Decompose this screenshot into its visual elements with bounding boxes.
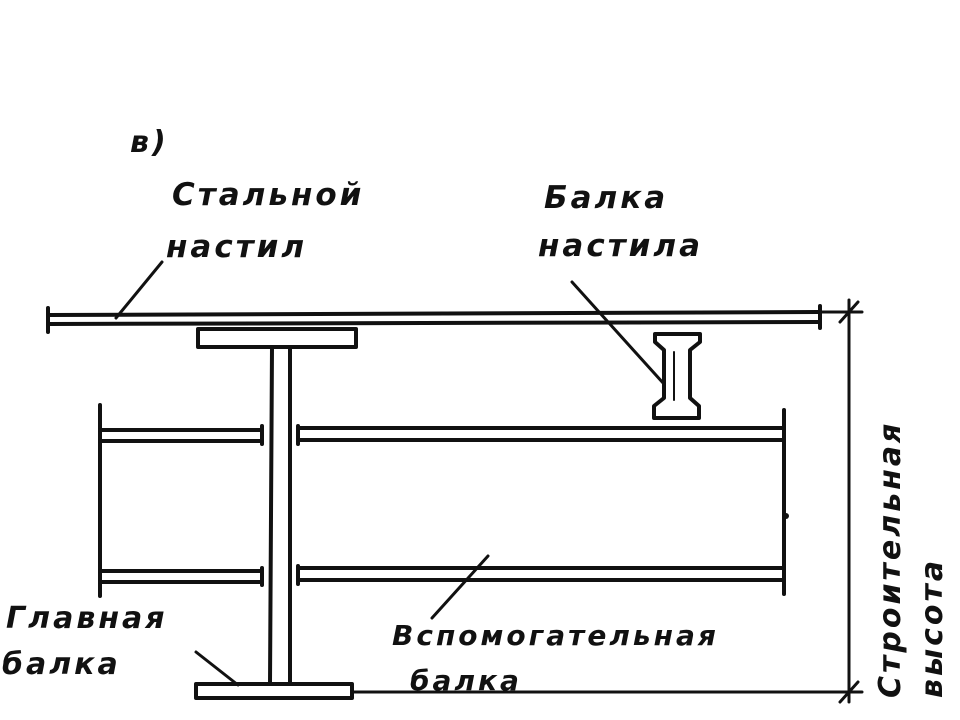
- steel-deck-label-line1: Стальной: [172, 177, 364, 213]
- deck-beam-label-line2: настила: [538, 228, 703, 264]
- construction-height-label: Строительная высота: [873, 421, 950, 698]
- secondary-beam-label: Вспомогательная балка: [392, 619, 719, 697]
- leader-lines: [114, 260, 666, 687]
- construction-height-label-line1: Строительная: [873, 421, 908, 698]
- secondary-beam-right: [296, 408, 789, 596]
- main-beam-section: [194, 327, 358, 700]
- steel-deck-plate: [46, 304, 822, 334]
- secondary-beam-left: [98, 403, 264, 598]
- deck-beam-leader: [570, 280, 666, 386]
- steel-deck-label: Стальной настил: [166, 177, 364, 265]
- deck-beam-label-line1: Балка: [544, 180, 668, 216]
- deck-beam-label: Балка настила: [538, 180, 703, 264]
- main-beam-label-line2: балка: [2, 647, 121, 682]
- secondary-beam-label-line2: балка: [410, 664, 522, 697]
- steel-deck-leader: [114, 260, 164, 320]
- main-beam-label: Главная балка: [2, 601, 168, 682]
- deck-beam-section: [652, 332, 702, 420]
- secondary-beam-leader: [430, 554, 490, 620]
- secondary-beam-label-line1: Вспомогательная: [392, 619, 719, 652]
- main-beam-leader: [194, 650, 240, 687]
- steel-deck-label-line2: настил: [166, 229, 307, 265]
- figure-label: в): [130, 125, 169, 160]
- construction-height-dimension: [350, 298, 864, 704]
- main-beam-label-line1: Главная: [6, 601, 168, 636]
- construction-height-label-line2: высота: [915, 558, 950, 698]
